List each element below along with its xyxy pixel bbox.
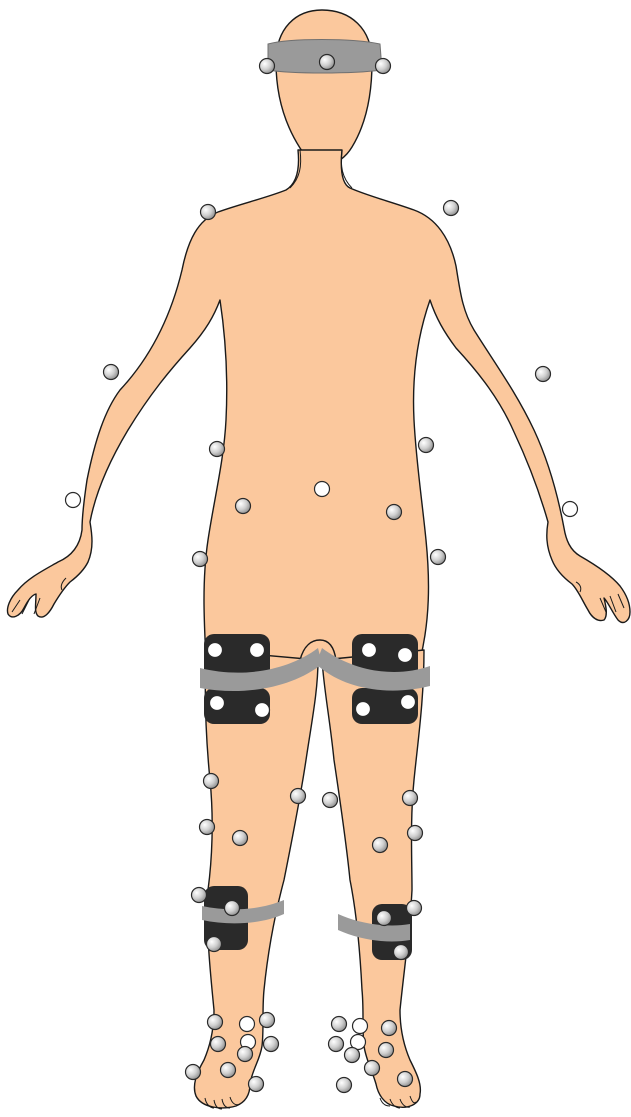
body-silhouette	[7, 10, 630, 1109]
marker-head-front	[320, 55, 335, 70]
marker-foot-left-1	[329, 1037, 344, 1052]
marker-knee-front-left	[373, 838, 388, 853]
marker-shoulder-left	[444, 201, 459, 216]
marker-asis-left	[387, 505, 402, 520]
marker-foot-right-4	[264, 1037, 279, 1052]
marker-head-right	[376, 59, 391, 74]
marker-thigh-cluster-right-4	[255, 703, 270, 718]
marker-wrist-left	[563, 502, 578, 517]
marker-knee-lateral-left	[408, 826, 423, 841]
marker-shank-cluster-left-3	[394, 945, 409, 960]
marker-shoulder-right	[201, 205, 216, 220]
marker-sternum-low	[315, 482, 330, 497]
marker-foot-left-4	[379, 1043, 394, 1058]
marker-trochanter-right	[193, 552, 208, 567]
marker-foot-right-1	[211, 1037, 226, 1052]
marker-thigh-cluster-right-2	[250, 643, 265, 658]
marker-ankle-front-right-1	[240, 1017, 255, 1032]
marker-shank-cluster-right-2	[225, 901, 240, 916]
marker-elbow-right	[104, 365, 119, 380]
marker-head-left	[260, 59, 275, 74]
marker-toe-left-3	[365, 1061, 380, 1076]
marker-waist-right	[210, 442, 225, 457]
marker-foot-right-3	[238, 1047, 253, 1062]
marker-knee-lateral-right	[200, 820, 215, 835]
marker-thigh-cluster-left-2	[398, 648, 413, 663]
marker-thigh-medial-right	[291, 789, 306, 804]
marker-thigh-cluster-right-1	[208, 643, 223, 658]
marker-foot-left-3	[345, 1048, 360, 1063]
marker-toe-right-3	[221, 1063, 236, 1078]
marker-thigh-cluster-right-3	[210, 696, 225, 711]
marker-ankle-med-left	[332, 1017, 347, 1032]
marker-shank-cluster-left-2	[407, 901, 422, 916]
marker-thigh-cluster-left-3	[356, 702, 371, 717]
marker-ankle-front-left-1	[353, 1019, 368, 1034]
marker-thigh-lateral-right	[204, 774, 219, 789]
marker-elbow-left	[536, 367, 551, 382]
torso-and-arms	[7, 150, 630, 660]
marker-waist-left	[419, 438, 434, 453]
marker-shank-cluster-left-1	[377, 911, 392, 926]
marker-knee-front-right	[233, 831, 248, 846]
marker-thigh-medial-left	[323, 793, 338, 808]
marker-toe-left-1	[337, 1078, 352, 1093]
head	[276, 10, 372, 165]
marker-toe-right-1	[186, 1065, 201, 1080]
marker-toe-right-2	[249, 1077, 264, 1092]
marker-shank-cluster-right-1	[192, 888, 207, 903]
marker-shank-cluster-right-3	[207, 937, 222, 952]
marker-ankle-med-right	[260, 1013, 275, 1028]
marker-wrist-right	[66, 493, 81, 508]
marker-asis-right	[236, 499, 251, 514]
marker-ankle-lat-right	[208, 1015, 223, 1030]
marker-trochanter-left	[431, 550, 446, 565]
marker-ankle-lat-left	[382, 1021, 397, 1036]
marker-thigh-cluster-left-4	[401, 695, 416, 710]
marker-thigh-lateral-left	[403, 791, 418, 806]
marker-thigh-cluster-left-1	[362, 643, 377, 658]
marker-toe-left-2	[398, 1072, 413, 1087]
